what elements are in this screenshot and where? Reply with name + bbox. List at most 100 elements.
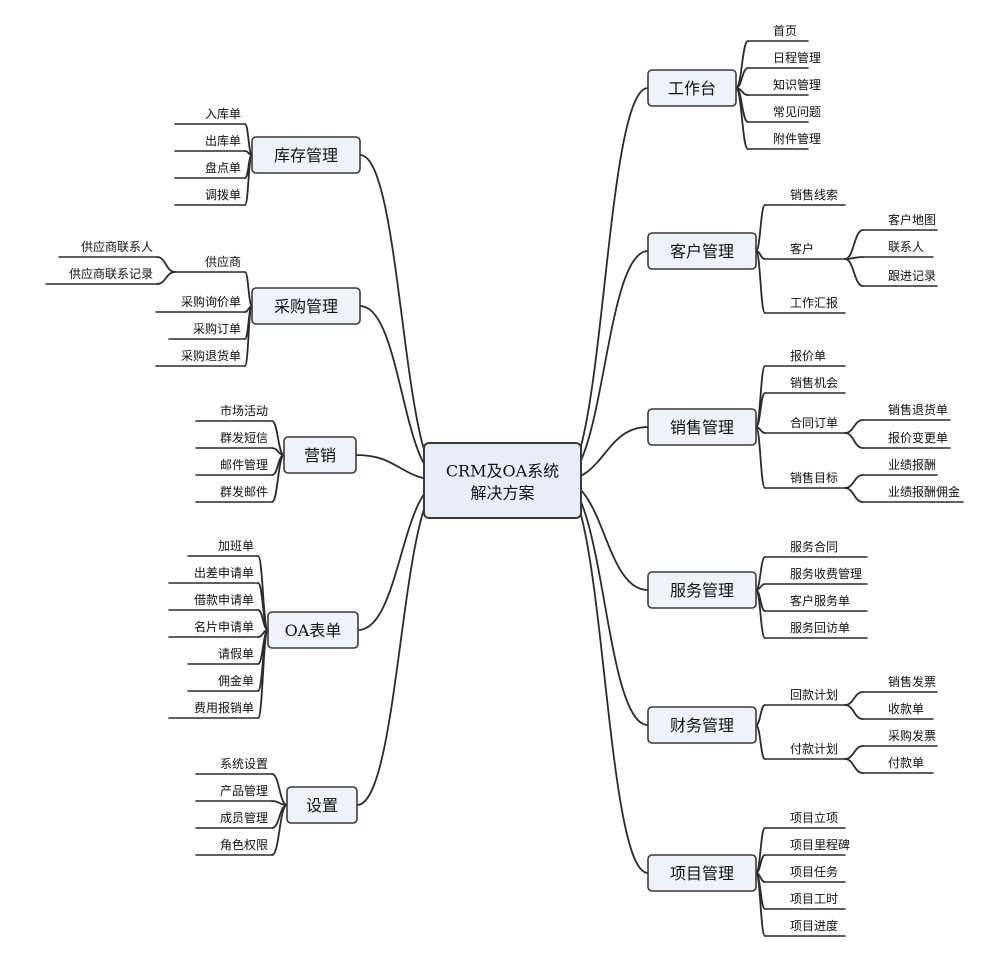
leaf-label-kzk4w: 调拨单	[205, 188, 241, 202]
connector-line	[359, 154, 445, 482]
topic-label: 财务管理	[670, 716, 734, 735]
topic-node-j5mp0z[interactable]: 销售管理	[647, 408, 757, 446]
topic-box	[647, 232, 757, 270]
leaf-label-15l09mk: 服务收费管理	[790, 566, 862, 581]
connector-line	[356, 479, 445, 806]
topic-box	[647, 706, 757, 744]
topic-node-23fwf[interactable]: OA表单	[267, 611, 359, 649]
leaf-label-cbv47: 佣金单	[218, 673, 254, 688]
topic-box	[267, 611, 359, 649]
leaf-label-ggjfjp: 群发邮件	[220, 484, 268, 499]
connector-line	[755, 204, 766, 252]
edges-layer	[156, 40, 864, 937]
connector-line	[844, 229, 864, 260]
connector-line	[271, 420, 285, 456]
leaf-label-fpgx52: 知识管理	[773, 77, 821, 92]
leaf-label-1y5q2x7: 费用报销单	[194, 700, 254, 715]
connector-line	[244, 305, 253, 367]
leaf-label-j5ltvr: 销售目标	[790, 470, 838, 485]
leaf-label-j5j0su: 销售机会	[790, 375, 838, 390]
topic-label: 采购管理	[274, 297, 338, 316]
leaf-label-g4id: 客户	[790, 241, 814, 256]
leaf-label-jq4j17: 项目任务	[790, 864, 838, 879]
topic-label: 销售管理	[670, 418, 734, 437]
leaf-label-jq766e: 项目工时	[790, 892, 838, 906]
leaf-label-j5fyat: 销售发票	[888, 674, 936, 689]
topic-label: 营销	[304, 446, 336, 465]
leaf-label-c4b9p: 供应商	[205, 254, 241, 269]
topic-box	[286, 786, 358, 824]
leaf-label-jagsaf: 附件管理	[773, 131, 821, 146]
leaf-label-17645le: 借款申请单	[194, 593, 254, 607]
leaf-label-gar1ro: 系统设置	[220, 757, 268, 771]
leaf-label-c2fu7: 付款单	[888, 756, 924, 770]
topic-node-bz223e[interactable]: 客户管理	[647, 232, 757, 270]
connector-line	[271, 804, 288, 856]
leaf-label-iz0fp9: 采购发票	[888, 728, 936, 743]
connector-line	[244, 271, 253, 307]
topic-node-jqcb16[interactable]: 项目管理	[647, 854, 757, 892]
leaf-label-hxen9p: 角色权限	[220, 838, 268, 852]
connector-line	[156, 271, 176, 285]
leaf-label-bet701: 回款计划	[790, 688, 838, 702]
leaf-label-c6hms5: 工作汇报	[790, 295, 838, 310]
connector-line	[257, 629, 269, 719]
leaf-label-s7j449: 供应商联系记录	[69, 266, 153, 281]
leaf-label-1mkd34w: 服务回访单	[790, 620, 850, 635]
leaf-label-kw55x: 请假单	[218, 647, 254, 661]
connector-line	[755, 426, 766, 489]
topic-box	[251, 136, 361, 174]
leaf-label-fy1sq4: 客户服务单	[790, 593, 850, 608]
leaf-label-iz9pyx: 采购订单	[193, 321, 241, 336]
connector-line	[844, 487, 864, 503]
connector-line	[755, 589, 766, 639]
connector-line	[755, 250, 766, 314]
connector-line	[844, 474, 864, 489]
connector-line	[844, 704, 864, 720]
topic-node-dcma49[interactable]: 服务管理	[647, 571, 757, 609]
connector-line	[844, 432, 864, 449]
leaf-label-jed0z: 联系人	[888, 240, 924, 254]
root-label-line: 解决方案	[470, 484, 534, 503]
nodes-layer: 首页日程管理知识管理常见问题附件管理工作台销售线索客户客户地图联系人跟进记录工作…	[45, 24, 964, 937]
leaf-label-ayjbp3: 合同订单	[790, 415, 838, 430]
leaf-label-k5e8so: 采购退货单	[181, 348, 241, 363]
connector-line	[755, 724, 766, 760]
topic-node-e529l[interactable]: 工作台	[647, 69, 737, 107]
connector-line	[755, 872, 766, 937]
leaf-label-cgpx9v: 常见问题	[773, 105, 821, 119]
topic-node-ogvk[interactable]: 设置	[286, 786, 358, 824]
root-label-line: CRM及OA系统	[446, 462, 559, 481]
connector-line	[844, 745, 864, 760]
connector-line	[844, 691, 864, 706]
topic-node-nam3[interactable]: 营销	[283, 436, 357, 474]
leaf-label-qylb: 首页	[773, 24, 797, 38]
leaf-label-cdqh3: 入库单	[205, 106, 241, 121]
leaf-label-hyahg: 盘点单	[205, 160, 241, 175]
topic-label: 客户管理	[670, 242, 734, 261]
leaf-label-eu1er: 报价单	[790, 348, 826, 363]
leaf-label-por9cw: 销售退货单	[888, 402, 948, 417]
leaf-label-cq7xe5: 成员管理	[220, 810, 268, 825]
topic-node-i5j98k[interactable]: 财务管理	[647, 706, 757, 744]
leaf-label-dd53uz: 日程管理	[773, 50, 821, 65]
leaf-label-il3p1p: 邮件管理	[220, 457, 268, 472]
topic-box	[647, 69, 737, 107]
topic-label: 设置	[306, 796, 338, 815]
leaf-label-jqfmo0: 项目进度	[790, 918, 838, 933]
leaf-label-fcdql: 收款单	[888, 702, 924, 716]
connector-line	[271, 447, 285, 456]
topic-box	[647, 571, 757, 609]
topic-label: 库存管理	[274, 146, 338, 165]
connector-line	[560, 479, 649, 874]
connector-line	[560, 87, 649, 482]
leaf-label-adpfhy: 业绩报酬	[888, 457, 936, 472]
leaf-label-aa59fj: 产品管理	[220, 783, 268, 798]
connector-line	[735, 87, 749, 150]
topic-node-cbemwa[interactable]: 库存管理	[251, 136, 361, 174]
leaf-label-byvp7n: 客户地图	[888, 212, 936, 227]
leaf-label-aednxz: 付款计划	[790, 742, 838, 756]
topic-node-iz76ff[interactable]: 采购管理	[251, 287, 361, 325]
